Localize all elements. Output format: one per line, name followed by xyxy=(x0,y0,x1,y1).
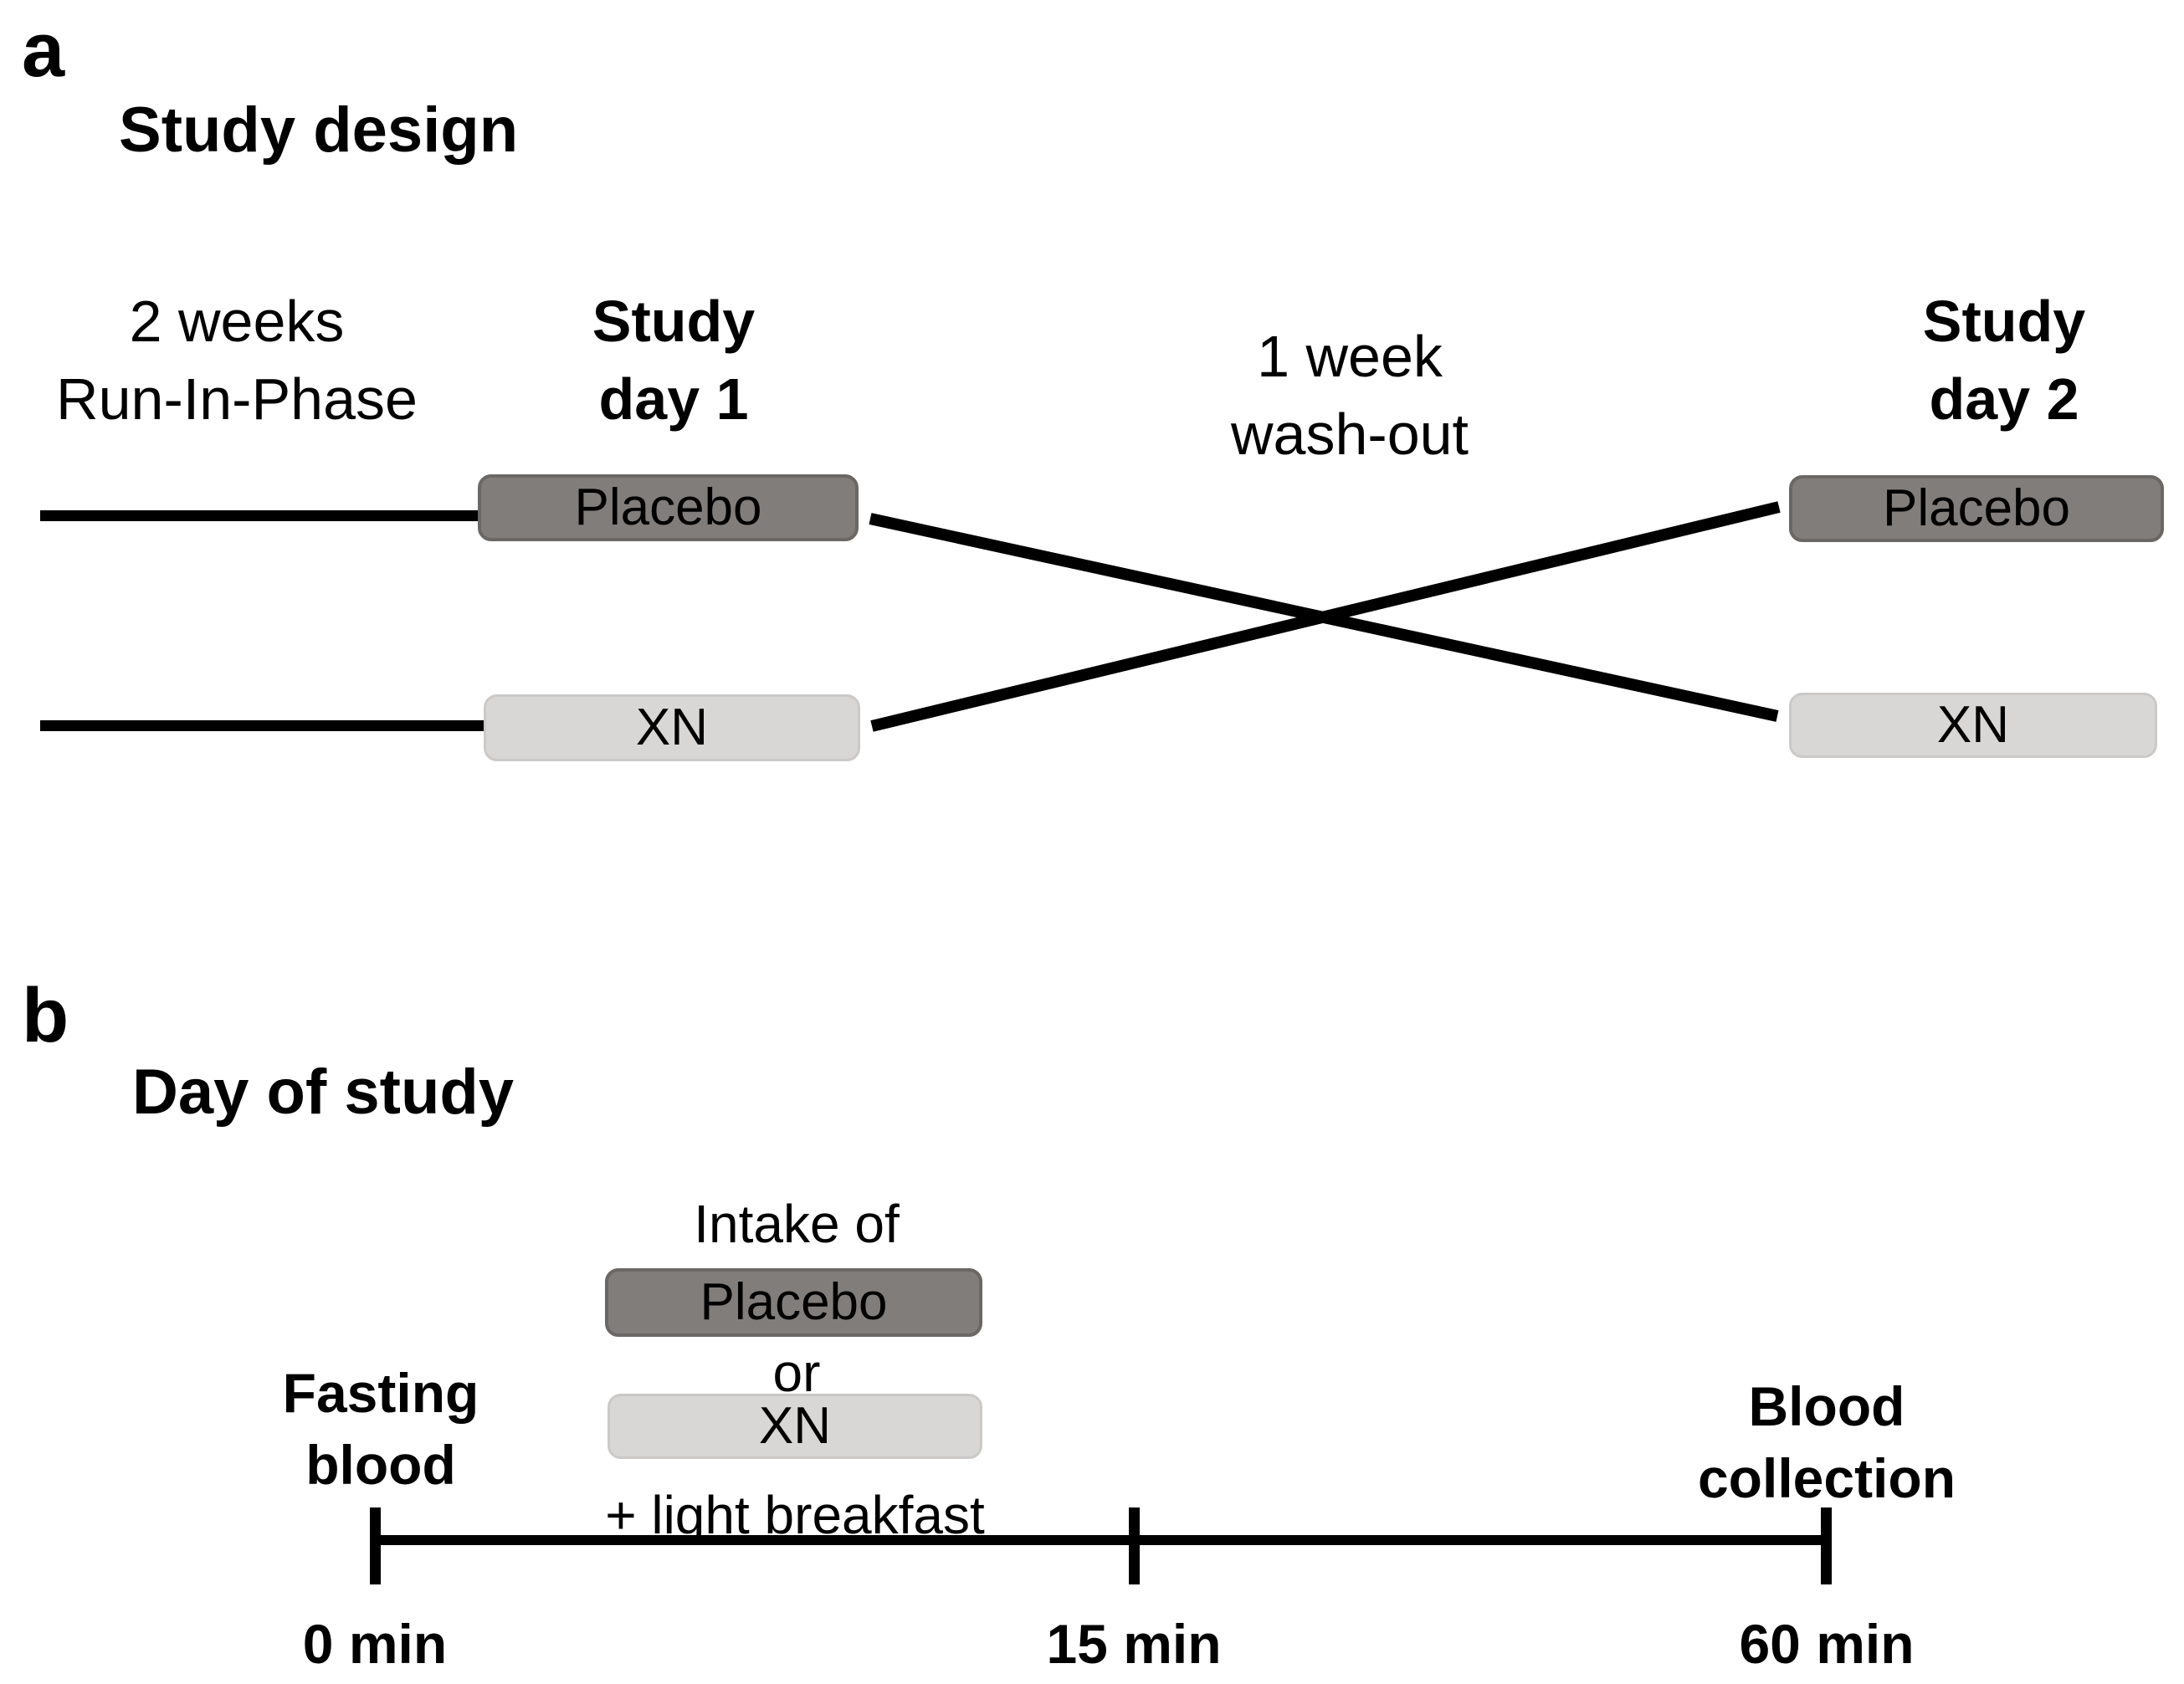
phase-day2-label: Study day 2 xyxy=(1787,283,2184,438)
day2-placebo-box: Placebo xyxy=(1789,475,2164,542)
panel-b-label: b xyxy=(22,973,69,1058)
timeline-tick-0 xyxy=(370,1507,381,1584)
phase-day1-line2: day 1 xyxy=(598,366,749,432)
phase-run-in-label: 2 weeks Run-In-Phase xyxy=(19,283,454,438)
day2-xn-box: XN xyxy=(1789,693,2157,758)
day1-placebo-box: Placebo xyxy=(478,474,859,541)
panel-a-title: Study design xyxy=(119,95,519,166)
blood-collection-label: Blood collection xyxy=(1617,1370,2036,1514)
blood-collection-line2: collection xyxy=(1697,1447,1956,1509)
crossover-line-xn-to-placebo xyxy=(870,501,1781,732)
blood-collection-line1: Blood xyxy=(1748,1375,1905,1437)
or-label: or xyxy=(772,1343,821,1403)
crossover-line-placebo-to-xn xyxy=(869,513,1779,722)
timeline-label-60min: 60 min xyxy=(1739,1613,1915,1675)
day2-placebo-box-label: Placebo xyxy=(1882,479,2071,537)
timeline-tick-60 xyxy=(1821,1507,1832,1584)
panel-b-placebo-box-label: Placebo xyxy=(700,1273,888,1331)
timeline-tick-15 xyxy=(1129,1507,1140,1584)
phase-day1-label: Study day 1 xyxy=(456,283,891,438)
fasting-blood-line2: blood xyxy=(305,1434,456,1496)
day2-xn-box-label: XN xyxy=(1936,696,2010,754)
timeline-line xyxy=(375,1535,1827,1545)
phase-washout-line2: wash-out xyxy=(1230,402,1469,467)
day1-placebo-box-label: Placebo xyxy=(574,479,762,536)
phase-day2-line2: day 2 xyxy=(1929,366,2079,432)
phase-day1-line1: Study xyxy=(592,289,756,354)
fasting-blood-line1: Fasting xyxy=(282,1362,479,1424)
panel-b-xn-box: XN xyxy=(608,1394,982,1459)
phase-washout-line1: 1 week xyxy=(1257,324,1443,389)
panel-b-placebo-box: Placebo xyxy=(605,1268,982,1337)
panel-b-xn-box-label: XN xyxy=(758,1397,832,1455)
timeline-label-15min: 15 min xyxy=(1046,1613,1222,1675)
timeline-label-0min: 0 min xyxy=(302,1613,448,1675)
intake-label: Intake of xyxy=(694,1194,900,1254)
day1-xn-box: XN xyxy=(484,694,860,761)
phase-day2-line1: Study xyxy=(1922,289,2086,354)
phase-run-in-line2: Run-In-Phase xyxy=(56,366,418,432)
phase-washout-label: 1 week wash-out xyxy=(1132,318,1567,473)
panel-b-title: Day of study xyxy=(132,1057,515,1128)
day1-xn-box-label: XN xyxy=(635,699,709,756)
panel-a-label: a xyxy=(22,8,65,93)
run-in-line-bottom xyxy=(40,720,485,731)
run-in-line-top xyxy=(40,510,479,521)
phase-run-in-line1: 2 weeks xyxy=(129,289,345,354)
fasting-blood-label: Fasting blood xyxy=(172,1357,590,1501)
